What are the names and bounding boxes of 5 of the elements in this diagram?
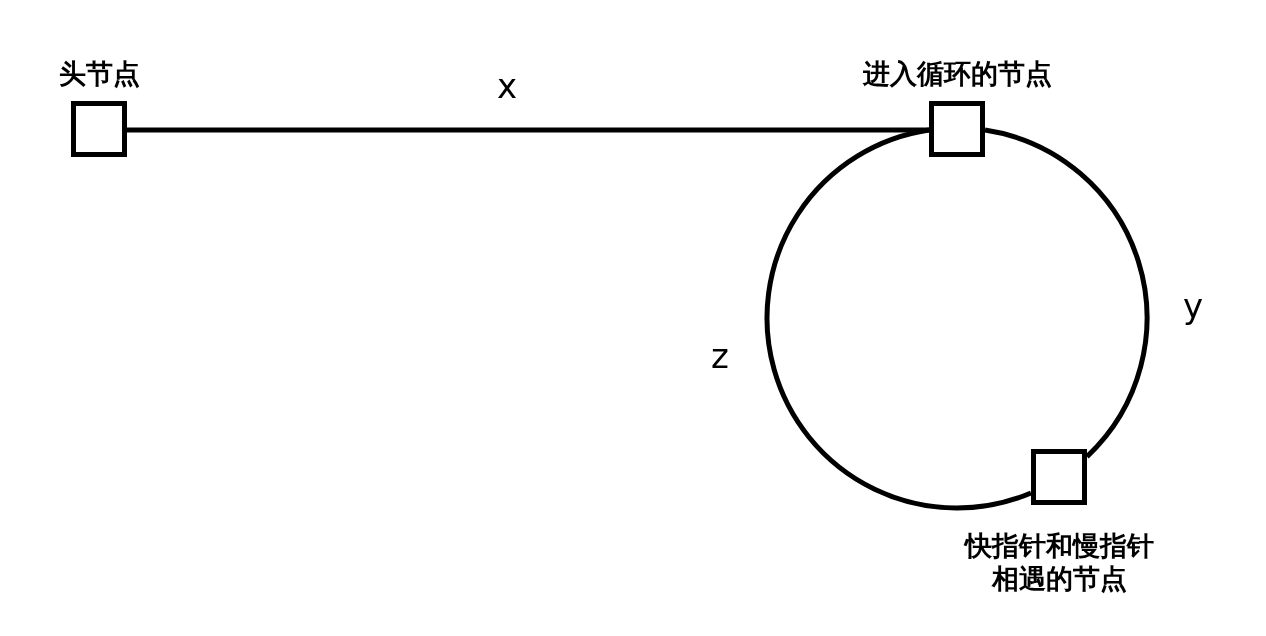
node-label: 头节点 bbox=[58, 57, 140, 90]
connector-line bbox=[984, 127, 1150, 459]
connector-line bbox=[764, 127, 1032, 511]
node-label: 快指针和慢指针相遇的节点 bbox=[963, 529, 1155, 595]
node-label: 进入循环的节点 bbox=[862, 57, 1052, 90]
